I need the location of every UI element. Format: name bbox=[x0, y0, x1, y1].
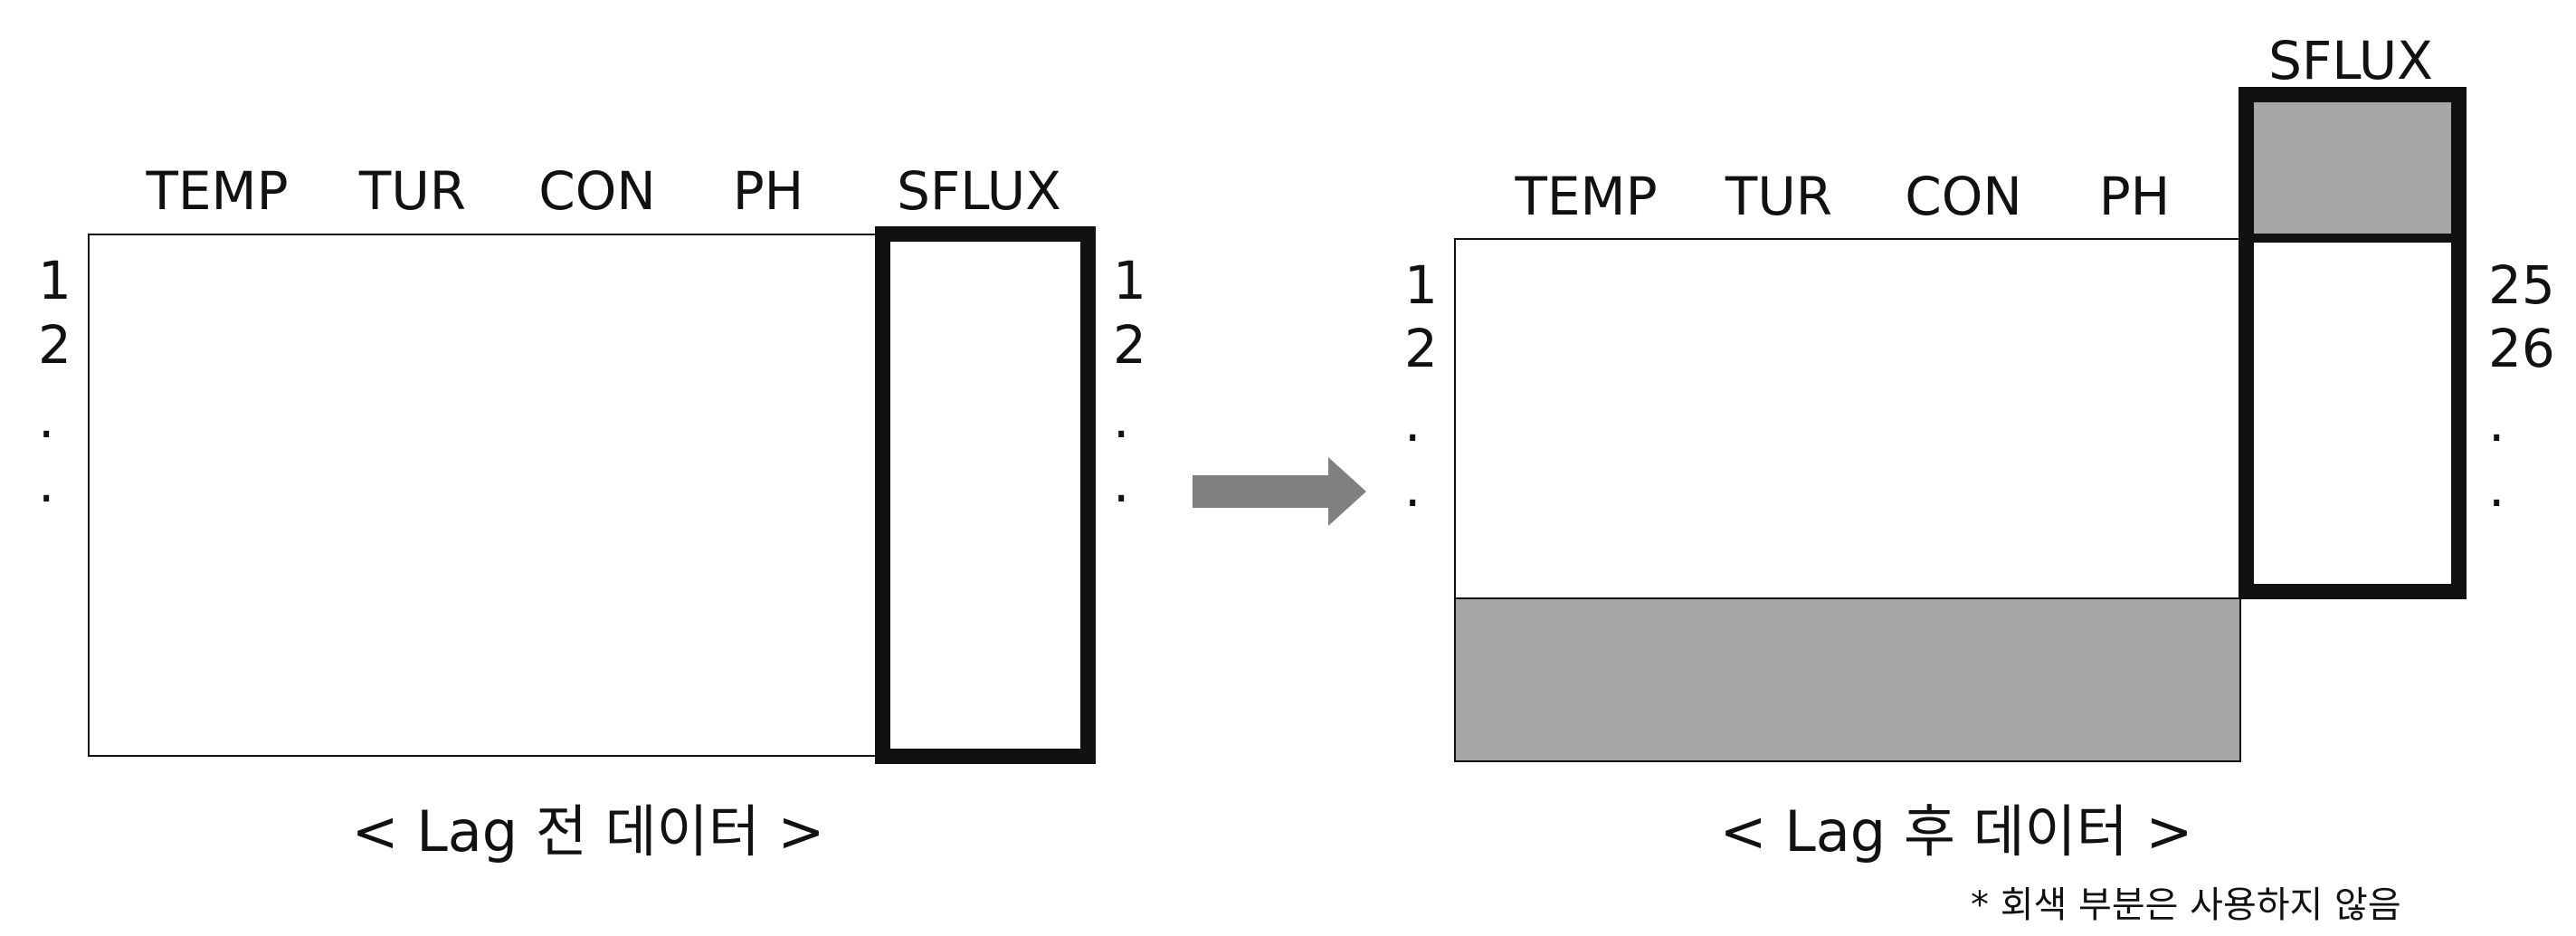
right-arrow-icon bbox=[1193, 457, 1366, 526]
after-row-label-left: . bbox=[1404, 392, 1421, 454]
after-header-temp: TEMP bbox=[1515, 166, 1658, 227]
before-header-con: CON bbox=[538, 160, 656, 222]
after-unused-rows bbox=[1454, 597, 2241, 762]
after-header-ph: PH bbox=[2098, 166, 2171, 227]
before-sflux-column bbox=[875, 226, 1096, 764]
before-row-label-left: . bbox=[38, 388, 55, 450]
gray-area-note: * 회색 부분은 사용하지 않음 bbox=[1971, 884, 2401, 926]
after-header-sflux: SFLUX bbox=[2268, 30, 2433, 91]
after-sflux-divider bbox=[2253, 234, 2452, 243]
before-caption: < Lag 전 데이터 > bbox=[351, 798, 825, 864]
before-row-label-right: 1 bbox=[1113, 250, 1146, 311]
before-header-sflux: SFLUX bbox=[897, 160, 1061, 222]
after-caption: < Lag 후 데이터 > bbox=[1719, 798, 2193, 864]
before-row-label-right: 2 bbox=[1113, 314, 1146, 376]
after-sflux-unused-cell bbox=[2253, 101, 2452, 238]
before-row-label-left: 2 bbox=[38, 314, 71, 376]
after-header-con: CON bbox=[1905, 166, 2022, 227]
after-row-label-left: . bbox=[1404, 457, 1421, 519]
before-header-temp: TEMP bbox=[146, 160, 289, 222]
before-header-tur: TUR bbox=[358, 160, 467, 222]
after-row-label-right: . bbox=[2488, 392, 2505, 454]
before-row-label-right: . bbox=[1113, 453, 1130, 514]
before-header-ph: PH bbox=[732, 160, 804, 222]
after-row-label-left: 1 bbox=[1404, 254, 1438, 316]
after-data-table bbox=[1454, 238, 2241, 600]
after-row-label-right: . bbox=[2488, 457, 2505, 519]
after-row-label-right: 25 bbox=[2488, 254, 2555, 316]
after-row-label-right: 26 bbox=[2488, 318, 2555, 379]
before-data-table bbox=[88, 234, 884, 757]
after-header-tur: TUR bbox=[1725, 166, 1833, 227]
before-row-label-right: . bbox=[1113, 388, 1130, 450]
after-row-label-left: 2 bbox=[1404, 318, 1438, 379]
after-sflux-column bbox=[2239, 87, 2467, 599]
before-row-label-left: 1 bbox=[38, 250, 71, 311]
before-row-label-left: . bbox=[38, 453, 55, 514]
